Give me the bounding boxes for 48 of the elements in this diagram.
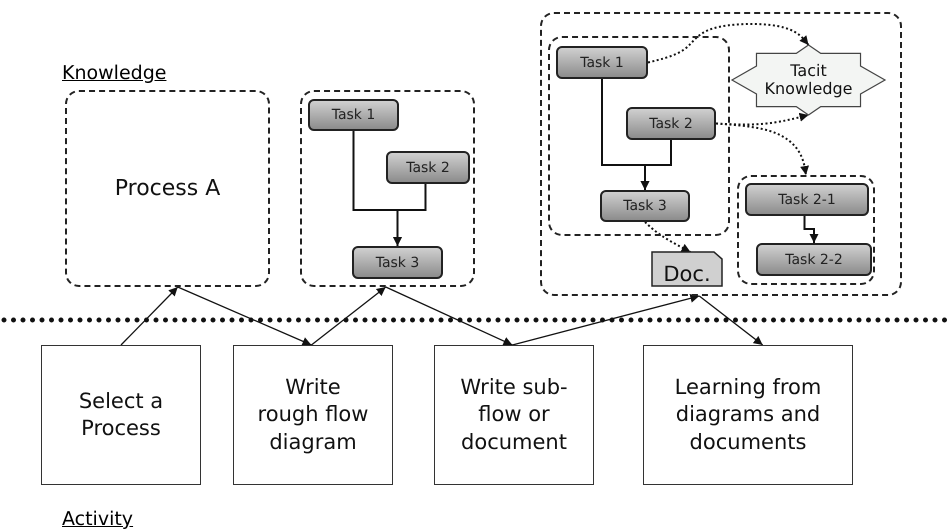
section-label: Knowledge: [62, 62, 166, 84]
node-text: Task 3: [623, 198, 667, 214]
section-label: Activity: [62, 508, 134, 530]
star-callout: [732, 45, 885, 115]
node-text: Doc.: [663, 262, 711, 286]
node-text: Learning from diagrams and documents: [674, 374, 822, 456]
node-text: Write rough flow diagram: [256, 374, 370, 456]
node-text: Process A: [114, 176, 220, 201]
arrow: [393, 184, 426, 246]
arrow: [311, 286, 386, 346]
activity-box: [233, 345, 393, 485]
activity-box: [434, 345, 594, 485]
dashed-group-frame: [737, 175, 875, 285]
task-box: [556, 46, 648, 79]
arrow: [648, 22, 810, 64]
node-text: Task 2-2: [785, 252, 843, 268]
arrow: [716, 122, 810, 176]
arrow: [698, 295, 764, 346]
arrow: [385, 286, 513, 346]
arrow: [120, 286, 178, 346]
arrow: [804, 216, 818, 243]
task-box: [756, 243, 872, 276]
dashed-group-frame: [300, 90, 475, 287]
arrow: [178, 286, 312, 346]
activity-box: [643, 345, 853, 485]
activity-box: [41, 345, 201, 485]
document-shape: [652, 252, 722, 286]
node-text: Task 2: [649, 116, 693, 132]
node-text: Task 2: [406, 160, 450, 176]
task-box: [600, 190, 690, 222]
dashed-group-frame: [548, 36, 730, 236]
node-text: Write sub-flow or document: [459, 374, 569, 456]
task-box: [386, 151, 470, 184]
arrow: [640, 140, 672, 190]
task-box: [745, 183, 869, 216]
task-box: [308, 99, 399, 131]
process-frame: [65, 90, 270, 287]
task-box: [626, 107, 716, 140]
arrow: [644, 221, 691, 253]
node-text: Tacit Knowledge: [764, 62, 854, 98]
node-text: Task 3: [376, 254, 420, 270]
node-text: Select a Process: [78, 388, 164, 442]
arrow: [512, 294, 700, 346]
task-box: [352, 246, 443, 279]
node-text: Task 1: [580, 54, 624, 70]
node-text: Task 2-1: [778, 192, 836, 208]
dashed-group-frame: [540, 12, 902, 296]
node-text: Task 1: [332, 107, 376, 123]
